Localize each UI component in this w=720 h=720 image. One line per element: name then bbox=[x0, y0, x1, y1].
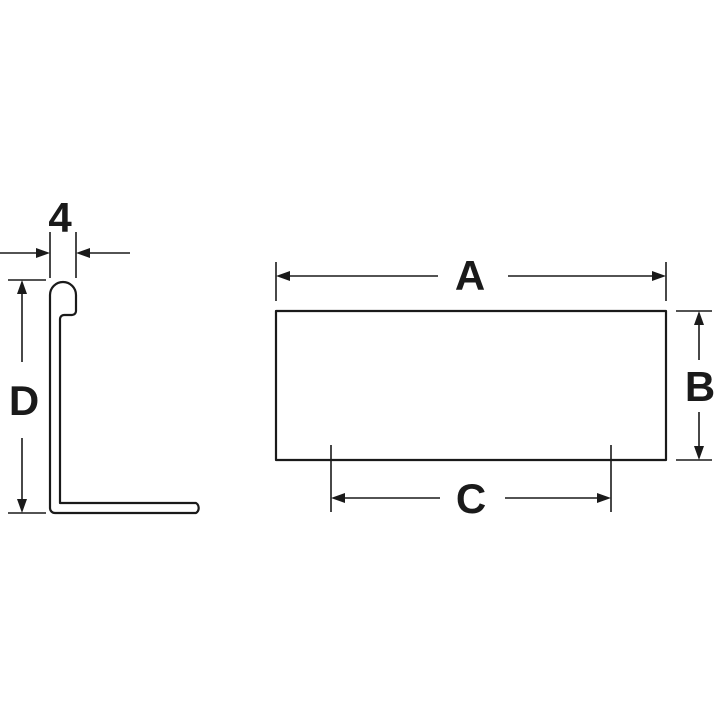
inner-length-label: C bbox=[456, 475, 486, 522]
thickness-dimension: 4 bbox=[0, 194, 130, 278]
side-profile bbox=[48, 280, 200, 515]
width-label: B bbox=[685, 363, 715, 410]
inner-length-arrow-right bbox=[597, 493, 611, 503]
length-arrow-right bbox=[652, 271, 666, 281]
length-dimension: A bbox=[275, 252, 667, 301]
height-arrow-bottom bbox=[17, 499, 27, 513]
thickness-label: 4 bbox=[48, 194, 72, 241]
height-arrow-top bbox=[17, 280, 27, 294]
width-dimension: B bbox=[676, 310, 715, 461]
length-label: A bbox=[455, 252, 485, 299]
height-dimension: D bbox=[8, 279, 46, 514]
height-label: D bbox=[9, 377, 39, 424]
width-arrow-bottom bbox=[694, 446, 704, 460]
profile-outline bbox=[48, 280, 200, 515]
front-view-panel bbox=[274, 309, 668, 462]
inner-length-arrow-left bbox=[331, 493, 345, 503]
thickness-arrow-right bbox=[76, 248, 90, 258]
inner-length-dimension: C bbox=[330, 445, 612, 522]
width-arrow-top bbox=[694, 311, 704, 325]
thickness-arrow-left bbox=[36, 248, 50, 258]
length-arrow-left bbox=[276, 271, 290, 281]
